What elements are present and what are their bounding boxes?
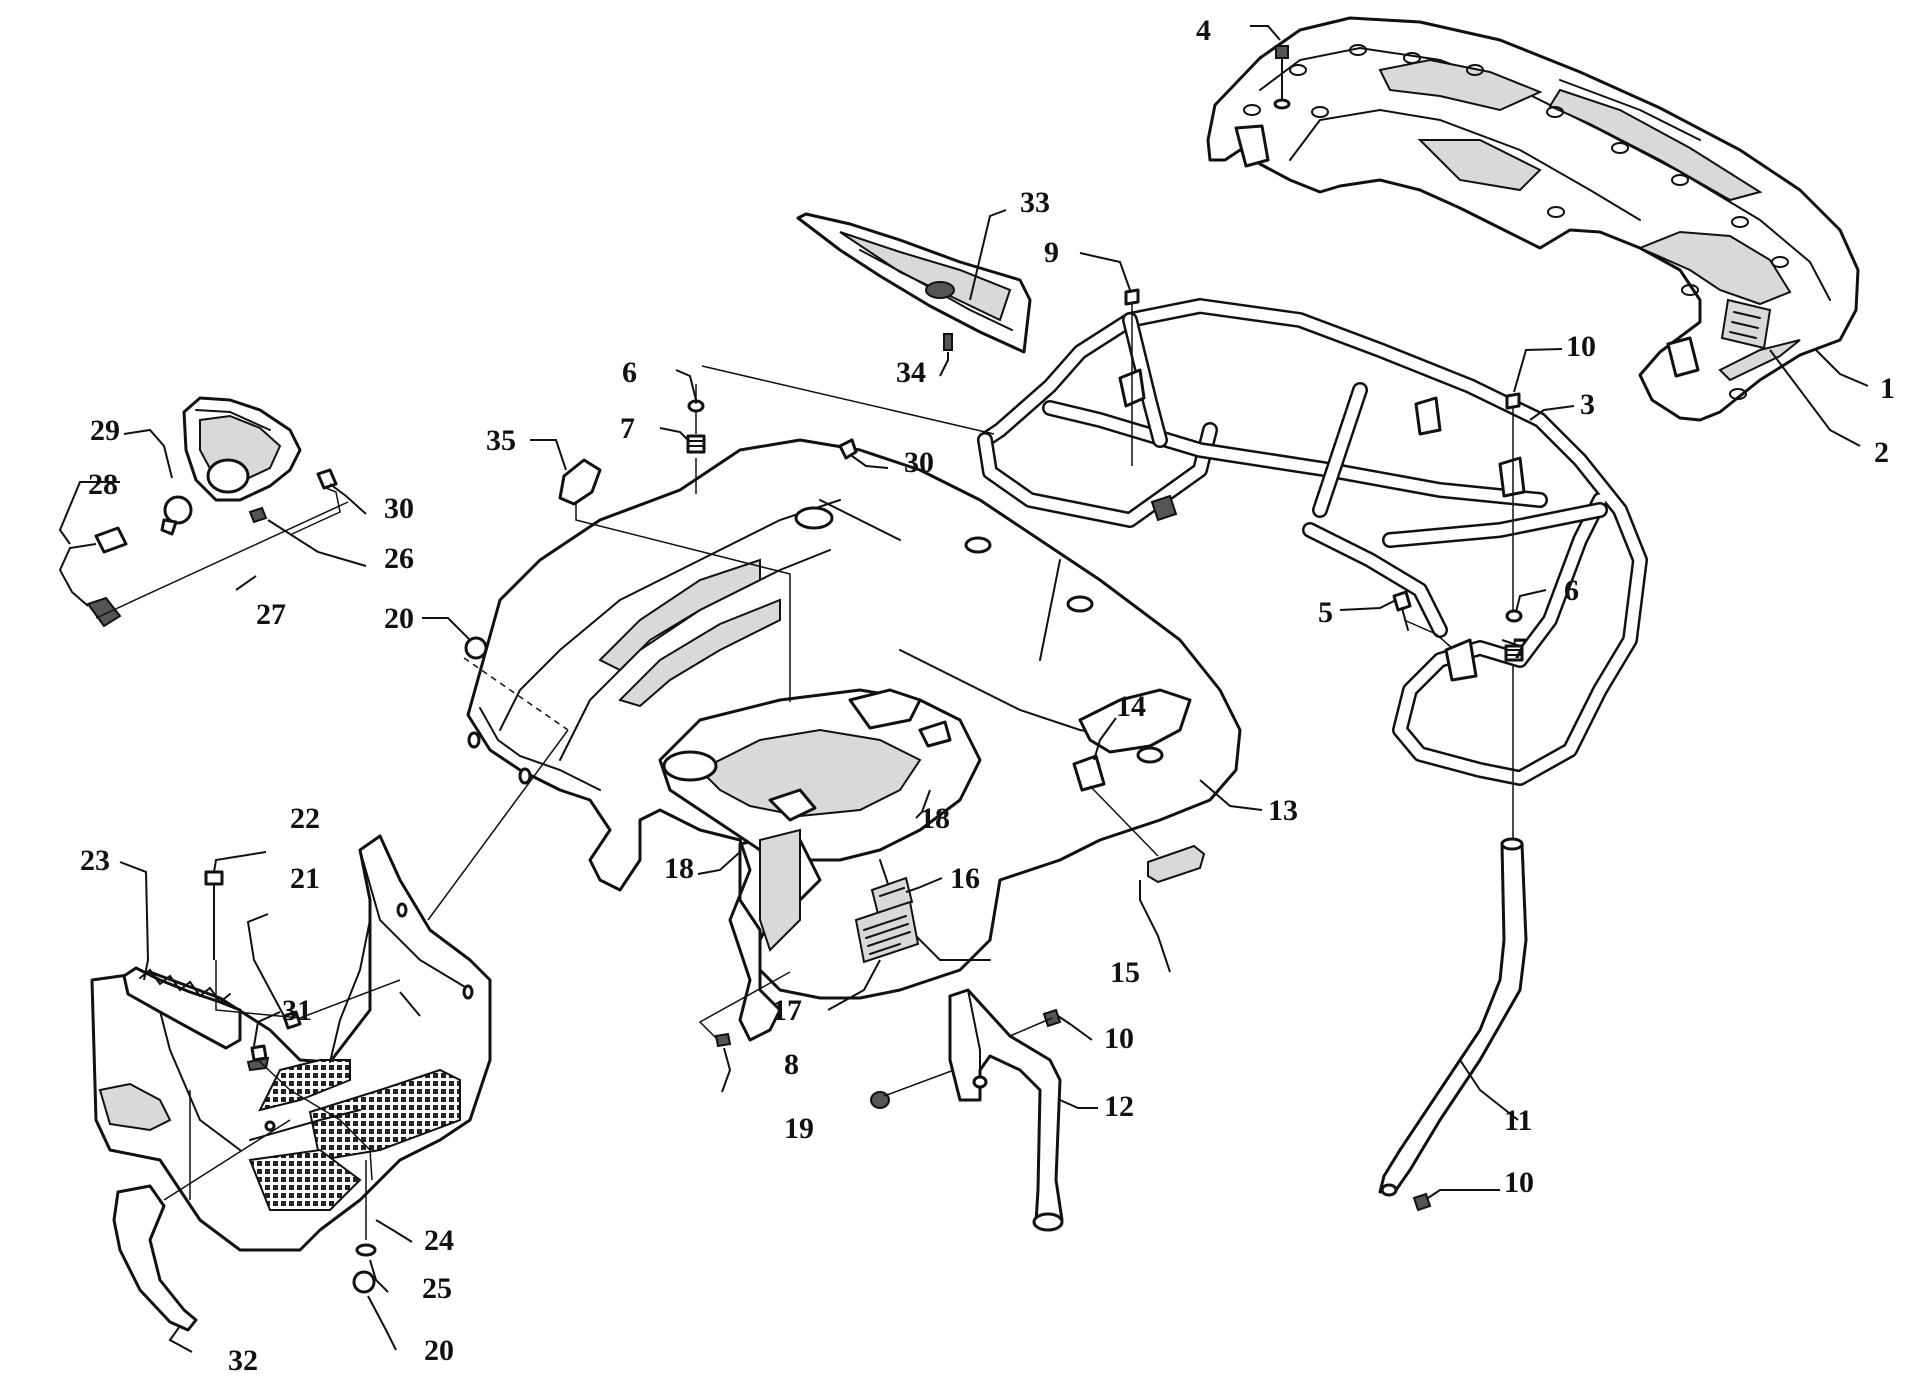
- callout-14: 14: [1116, 690, 1146, 723]
- taillight-assembly: [182, 396, 302, 502]
- callout-7-right: 7: [1512, 632, 1527, 665]
- side-cover: [796, 212, 1032, 354]
- callout-20-lower: 20: [424, 1334, 454, 1367]
- callout-18-right: 18: [920, 802, 950, 835]
- callout-35: 35: [486, 424, 516, 457]
- callout-29: 29: [90, 414, 120, 447]
- left-footwell: [90, 834, 492, 1252]
- callout-31: 31: [282, 994, 312, 1027]
- assembly-guides: [95, 304, 1514, 1240]
- callout-21: 21: [290, 862, 320, 895]
- speed-nut-upper: [316, 468, 338, 490]
- callout-10-lower: 10: [1504, 1166, 1534, 1199]
- callout-27: 27: [256, 598, 286, 631]
- callout-7-left: 7: [620, 412, 635, 445]
- callout-6-right: 6: [1564, 574, 1579, 607]
- spacer-7-right: [1504, 644, 1524, 662]
- callout-20-upper: 20: [384, 602, 414, 635]
- callout-26: 26: [384, 542, 414, 575]
- reflector-bracket: [1072, 754, 1106, 792]
- callout-11: 11: [1504, 1104, 1532, 1137]
- callout-leaders: [58, 25, 1869, 1353]
- screw-4: [1273, 45, 1291, 110]
- callout-10-upper: 10: [1566, 330, 1596, 363]
- callout-numbers: 4 1 2 3 5 6 6 7 7 8 9 10 10 10 11 12 13 …: [80, 14, 1895, 1377]
- bolt-10-lower: [1412, 1192, 1432, 1212]
- callout-16: 16: [950, 862, 980, 895]
- callout-25: 25: [422, 1272, 452, 1305]
- rack-support-frame: [977, 298, 1648, 786]
- clip-35: [558, 458, 602, 506]
- rack-decal: [1720, 298, 1772, 350]
- bolt-9: [1124, 288, 1140, 306]
- callout-18-left: 18: [664, 852, 694, 885]
- callout-3: 3: [1580, 388, 1595, 421]
- grommet-20-upper: [464, 636, 488, 660]
- callout-28: 28: [88, 468, 118, 501]
- washer-6-right: [1505, 609, 1523, 623]
- callout-23: 23: [80, 844, 110, 877]
- callout-19: 19: [784, 1112, 814, 1145]
- grommet-20-lower: [352, 1270, 376, 1294]
- bolt-10-upper: [1505, 392, 1521, 410]
- callout-22: 22: [290, 802, 320, 835]
- callout-30-taillight: 30: [384, 492, 414, 525]
- rear-rack: [1206, 16, 1860, 422]
- callout-6-left: 6: [622, 356, 637, 389]
- callout-9: 9: [1044, 236, 1059, 269]
- screw-34: [943, 333, 953, 351]
- screw-21: [282, 1010, 302, 1030]
- washer-25: [355, 1243, 377, 1257]
- footrest: [122, 966, 242, 1050]
- support-stay-center: [1378, 837, 1528, 1197]
- callout-24: 24: [424, 1224, 454, 1257]
- spacer-7-left: [686, 434, 706, 454]
- bulb: [160, 495, 193, 536]
- callout-32: 32: [228, 1344, 258, 1377]
- callout-34: 34: [896, 356, 926, 389]
- support-stay-right: [948, 988, 1064, 1232]
- callout-10-middle: 10: [1104, 1022, 1134, 1055]
- mud-flap: [112, 1184, 198, 1332]
- fastener-31: [246, 1044, 270, 1072]
- screw-22: [204, 870, 224, 960]
- callout-12: 12: [1104, 1090, 1134, 1123]
- bolt-5: [1392, 590, 1412, 631]
- rear-fender: [466, 438, 1242, 1042]
- speed-nut-30: [838, 438, 858, 460]
- bolt-19: [714, 1032, 732, 1048]
- callout-8: 8: [784, 1048, 799, 1081]
- callout-2: 2: [1874, 436, 1889, 469]
- socket-harness: [58, 526, 128, 628]
- fender-decal-lower: [854, 900, 920, 964]
- callout-1: 1: [1880, 372, 1895, 405]
- taillight-screw: [248, 506, 268, 524]
- callout-4: 4: [1196, 14, 1211, 47]
- callout-33: 33: [1020, 186, 1050, 219]
- callout-30-fender: 30: [904, 446, 934, 479]
- callout-15: 15: [1110, 956, 1140, 989]
- callout-13: 13: [1268, 794, 1298, 827]
- callout-5: 5: [1318, 596, 1333, 629]
- callout-17: 17: [772, 994, 802, 1027]
- reflector: [1147, 844, 1206, 884]
